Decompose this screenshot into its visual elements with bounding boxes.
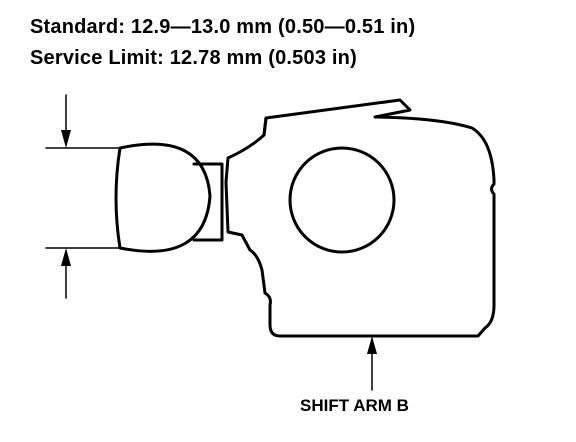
shaft-hole — [288, 146, 396, 254]
service-limit-spec-text: Service Limit: 12.78 mm (0.503 in) — [30, 47, 357, 69]
upper-dimension-arrowhead — [61, 130, 71, 148]
shift-arm-pin — [114, 142, 212, 253]
shift-arm-body-outline — [224, 98, 496, 338]
lower-dimension-arrowhead — [61, 248, 71, 266]
shift-arm-b-label: SHIFT ARM B — [300, 396, 409, 415]
shift-arm-neck — [192, 162, 224, 242]
standard-spec-text: Standard: 12.9—13.0 mm (0.50—0.51 in) — [30, 16, 416, 38]
callout-arrowhead — [367, 336, 377, 354]
shift-arm-tab-edge — [262, 116, 268, 137]
